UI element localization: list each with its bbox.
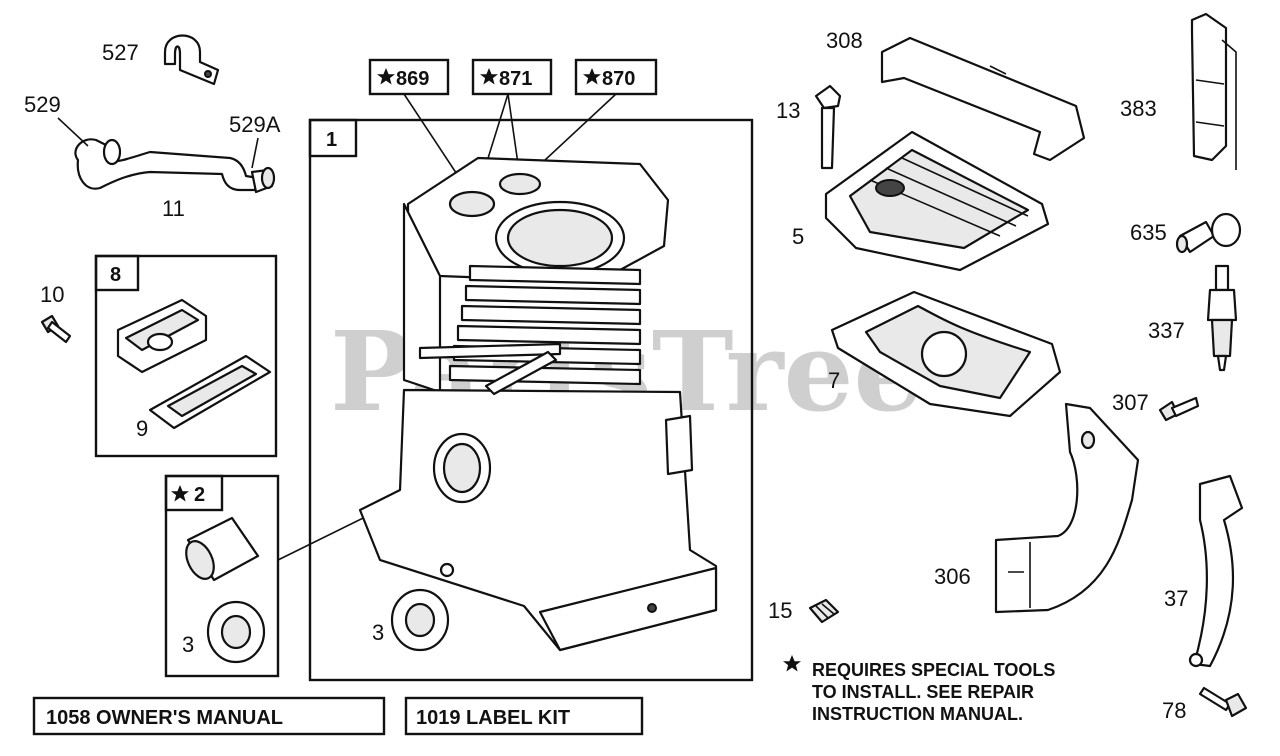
label-307: 307 [1112,390,1149,415]
part-8-breather-valve[interactable] [116,298,208,374]
part-9-gasket[interactable] [148,354,272,430]
label-5: 5 [792,224,804,249]
special-tools-note: REQUIRES SPECIAL TOOLS TO INSTALL. SEE R… [783,655,1055,724]
label-15: 15 [768,598,792,623]
part-78-screw[interactable] [1198,686,1248,718]
note-line-2: TO INSTALL. SEE REPAIR [812,682,1034,702]
box-8-tag [94,254,140,292]
label-1: 1 [326,129,337,151]
label-337: 337 [1148,318,1185,343]
callout-869: 869 [368,58,450,96]
part-1-cylinder-block[interactable] [358,156,718,652]
part-5-cylinder-head[interactable] [824,130,1050,272]
part-308-head-shroud[interactable] [880,36,1086,162]
part-307-screw[interactable] [1158,396,1200,422]
part-635-spark-plug-boot[interactable] [1175,212,1242,254]
box-1-frame [308,118,754,682]
star-icon [171,485,189,502]
label-383: 383 [1120,96,1157,121]
callout-871: 871 [471,58,553,96]
label-306: 306 [934,564,971,589]
label-9: 9 [136,416,148,441]
label-635: 635 [1130,220,1167,245]
part-11-breather-tube[interactable] [74,138,276,194]
label-527: 527 [102,40,139,65]
label-2: 2 [194,484,205,506]
box-2-tag [164,474,224,512]
part-37-control-bracket[interactable] [1188,474,1244,668]
label-kit-label: 1019 LABEL KIT [416,707,570,729]
label-869: 869 [396,68,429,90]
label-308: 308 [826,28,863,53]
part-527-clamp[interactable] [163,34,220,86]
part-15-plug[interactable] [808,598,840,624]
part-10-screw[interactable] [40,314,72,344]
part-2-bushing[interactable] [181,516,260,583]
label-529a: 529A [229,112,281,137]
label-13: 13 [776,98,800,123]
part-3-seal-center[interactable] [390,588,450,652]
label-529: 529 [24,92,61,117]
callout-870: 870 [574,58,658,96]
box-1-tag [308,118,358,158]
label-3-center: 3 [372,620,384,645]
box-8-frame [94,254,278,458]
part-337-spark-plug[interactable] [1206,264,1238,372]
label-78: 78 [1162,698,1186,723]
label-11: 11 [162,196,185,221]
star-icon [783,655,801,672]
label-kit-box[interactable]: 1019 LABEL KIT [404,696,644,736]
note-line-1: REQUIRES SPECIAL TOOLS [812,660,1055,680]
label-37: 37 [1164,586,1188,611]
part-3-seal-left[interactable] [206,600,266,664]
owners-manual-box[interactable]: 1058 OWNER'S MANUAL [32,696,386,736]
label-7: 7 [828,368,840,393]
label-870: 870 [602,68,635,90]
part-7-head-gasket[interactable] [830,290,1062,418]
label-8: 8 [110,264,121,286]
label-10: 10 [40,282,64,307]
note-line-3: INSTRUCTION MANUAL. [812,704,1023,724]
owners-manual-label: 1058 OWNER'S MANUAL [46,707,283,729]
part-13-bolt[interactable] [814,84,842,170]
part-306-air-guide[interactable] [994,402,1140,614]
label-3-left: 3 [182,632,194,657]
part-383-ignition-armature[interactable] [1190,12,1237,170]
label-871: 871 [499,68,532,90]
